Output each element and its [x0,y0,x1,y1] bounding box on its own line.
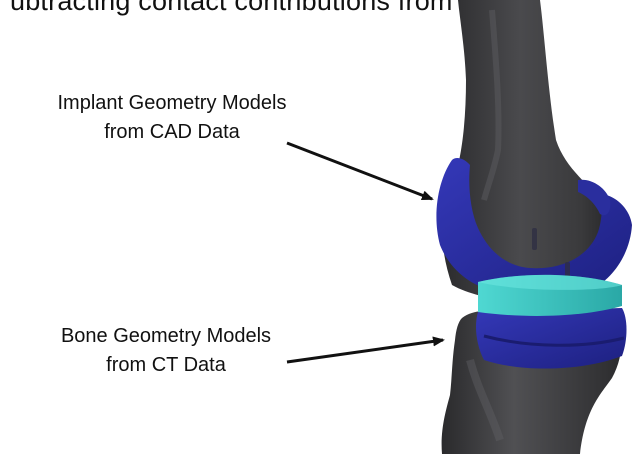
implant-peg [532,228,537,250]
bone-callout-arrow [287,340,443,362]
implant-callout-arrow [287,143,432,199]
